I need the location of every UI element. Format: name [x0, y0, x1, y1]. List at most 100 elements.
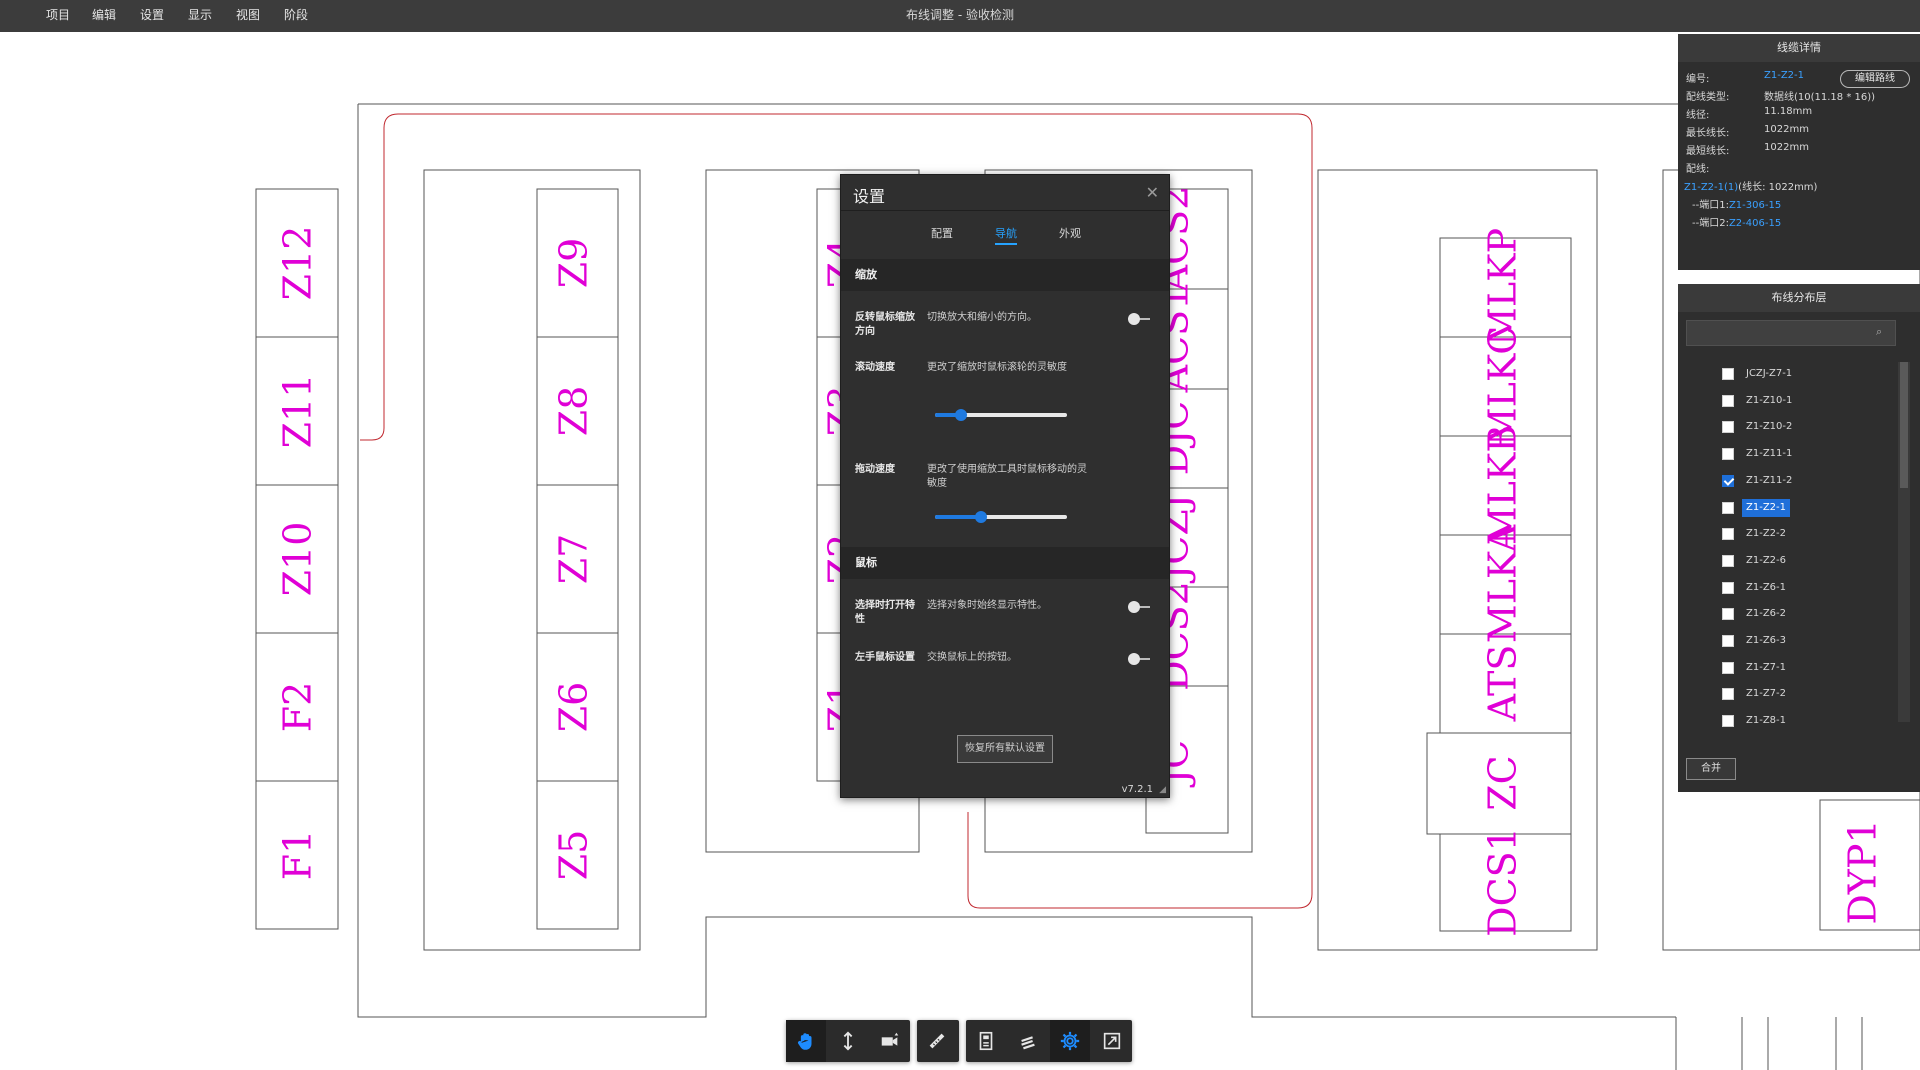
layer-checkbox[interactable]	[1722, 368, 1734, 380]
option-name: 反转鼠标缩放方向	[855, 312, 915, 337]
menu-settings[interactable]: 设置	[140, 8, 165, 22]
detail-label: 配线:	[1686, 164, 1710, 175]
slider-handle[interactable]	[955, 409, 968, 421]
cable-id-link[interactable]: Z1-Z2-1	[1764, 70, 1805, 81]
scrollbar-thumb[interactable]	[1900, 362, 1908, 488]
left-hand-mouse-toggle[interactable]	[1128, 653, 1150, 665]
tab-config[interactable]: 配置	[931, 227, 953, 240]
cabinet-label: Z7	[552, 534, 596, 585]
wiring-row: Z1-Z2-1(1)(线长: 1022mm)	[1684, 178, 1817, 193]
tab-appearance[interactable]: 外观	[1059, 227, 1081, 240]
layer-label[interactable]: Z1-Z10-2	[1746, 421, 1793, 433]
layer-label[interactable]: Z1-Z2-6	[1746, 554, 1787, 566]
layer-checkbox[interactable]	[1722, 688, 1734, 701]
option-description: 选择对象时始终显示特性。	[927, 600, 1047, 611]
port2-link[interactable]: Z2-406-15	[1728, 218, 1782, 229]
option-name: 选择时打开特性	[855, 600, 915, 625]
menu-view[interactable]: 视图	[236, 8, 261, 22]
layer-label[interactable]: Z1-Z7-1	[1746, 661, 1787, 673]
move-vertical-icon[interactable]	[828, 1020, 868, 1062]
option-description: 交换鼠标上的按钮。	[927, 652, 1017, 663]
layer-checkbox[interactable]	[1722, 635, 1734, 647]
rack-row-frame-1	[423, 169, 641, 951]
layer-checkbox[interactable]	[1722, 448, 1734, 461]
toolbar-group-navigation	[786, 1020, 910, 1062]
layer-label[interactable]: Z1-Z8-1	[1746, 715, 1787, 727]
resize-grip-icon[interactable]: ◢	[1159, 785, 1166, 795]
section-mouse: 鼠标	[841, 547, 1169, 579]
layer-checkbox[interactable]	[1722, 715, 1734, 728]
layer-label[interactable]: Z1-Z6-3	[1746, 635, 1787, 646]
slider-handle[interactable]	[975, 511, 988, 523]
menu-display[interactable]: 显示	[188, 8, 213, 22]
reverse-wheel-toggle[interactable]	[1128, 313, 1150, 325]
cable-details-panel: 线缆详情 编辑路线 编号:Z1-Z2-1 配线类型:数据线(10(11.18 *…	[1678, 34, 1920, 270]
layer-checkbox[interactable]	[1722, 581, 1734, 594]
cabinet-label: Z12	[276, 226, 320, 301]
layer-label[interactable]: JCZJ-Z7-1	[1746, 368, 1793, 379]
detail-label: 配线类型:	[1686, 92, 1730, 103]
column-mlk	[1426, 237, 1572, 932]
layer-search-input[interactable]	[1686, 320, 1896, 346]
layer-checkbox[interactable]	[1722, 554, 1734, 567]
port-row: --端口2:Z2-406-15	[1692, 214, 1781, 229]
layer-checkbox[interactable]	[1722, 608, 1734, 621]
menu-bar: 项目 编辑 设置 显示 视图 阶段 布线调整 - 验收检测	[0, 0, 1920, 32]
cabinet-label: Z10	[276, 522, 320, 597]
layer-label[interactable]: Z1-Z11-2	[1746, 474, 1793, 486]
tab-navigation[interactable]: 导航	[995, 225, 1017, 245]
edit-route-button[interactable]: 编辑路线	[1840, 70, 1910, 88]
layer-checkbox[interactable]	[1722, 528, 1734, 541]
layer-checkbox[interactable]	[1722, 421, 1734, 434]
layer-checkbox[interactable]	[1722, 501, 1734, 514]
cabinet-label: F1	[276, 830, 320, 881]
option-name: 左手鼠标设置	[855, 652, 915, 663]
merge-button[interactable]: 合并	[1686, 758, 1736, 780]
properties-icon[interactable]	[966, 1020, 1006, 1062]
cabinet-frame-dyp1	[1819, 799, 1920, 931]
layer-scrollbar[interactable]	[1898, 362, 1910, 722]
option-description: 更改了缩放时鼠标滚轮的灵敏度	[927, 362, 1067, 373]
detail-label: 线径:	[1686, 110, 1710, 121]
cabinet-label: ZC	[1481, 755, 1525, 810]
drag-speed-slider[interactable]	[935, 511, 1067, 523]
section-zoom: 缩放	[841, 259, 1169, 291]
layer-label[interactable]: Z1-Z10-1	[1746, 394, 1793, 406]
menu-phase[interactable]: 阶段	[284, 8, 309, 22]
port1-link[interactable]: Z1-306-15	[1728, 200, 1782, 211]
detail-row: 最长线长:1022mm	[1686, 124, 1809, 139]
open-properties-toggle[interactable]	[1128, 601, 1150, 613]
port-row: --端口1:Z1-306-15	[1692, 196, 1781, 211]
menu-project[interactable]: 项目	[46, 8, 71, 22]
layer-label[interactable]: Z1-Z6-2	[1746, 608, 1787, 620]
scroll-speed-slider[interactable]	[935, 409, 1067, 421]
rack-row-frame-4	[1317, 169, 1598, 951]
cabinet-label: MLKC	[1481, 326, 1525, 447]
ruler-icon[interactable]	[917, 1020, 957, 1062]
layer-label[interactable]: Z1-Z2-1	[1742, 498, 1791, 517]
toolbar-group-measure	[917, 1020, 959, 1062]
layer-label[interactable]: Z1-Z11-1	[1746, 448, 1793, 460]
layer-checkbox[interactable]	[1722, 661, 1734, 674]
layer-label[interactable]: Z1-Z2-2	[1746, 528, 1787, 540]
gear-icon[interactable]	[1050, 1020, 1090, 1062]
cabinet-label: Z5	[552, 830, 596, 881]
wiring-link[interactable]: Z1-Z2-1(1)	[1684, 182, 1739, 193]
layer-label[interactable]: Z1-Z6-1	[1746, 581, 1787, 593]
layer-label[interactable]: Z1-Z7-2	[1746, 688, 1787, 700]
cabinet-label: Z9	[552, 238, 596, 289]
layer-checkbox[interactable]	[1722, 474, 1734, 487]
reset-defaults-button[interactable]: 恢复所有默认设置	[957, 735, 1053, 763]
close-icon[interactable]: ✕	[1145, 183, 1159, 202]
pan-hand-icon[interactable]	[786, 1020, 826, 1062]
search-icon[interactable]: ⌕	[1876, 325, 1883, 338]
layer-checkbox[interactable]	[1722, 394, 1734, 407]
detail-value: 1022mm	[1764, 124, 1809, 135]
detail-row: 配线类型:数据线(10(11.18 * 16))	[1686, 88, 1875, 103]
fullscreen-icon[interactable]	[1092, 1020, 1132, 1062]
layers-icon[interactable]	[1008, 1020, 1048, 1062]
cabinet-label: MLKP	[1481, 228, 1525, 346]
menu-edit[interactable]: 编辑	[92, 8, 117, 22]
camera-icon[interactable]	[870, 1020, 910, 1062]
